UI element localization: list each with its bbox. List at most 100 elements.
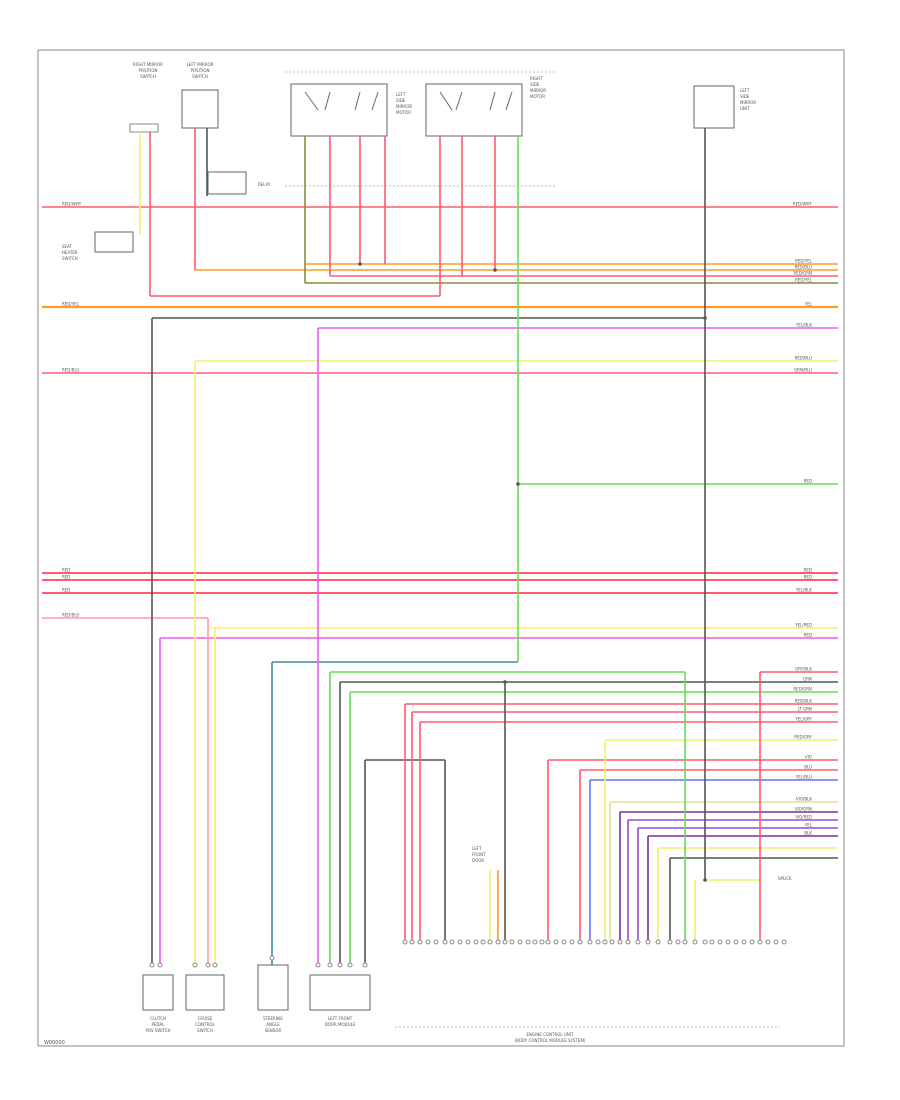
right-wire-label: GRY/BLK [795, 667, 812, 672]
right-wire-label: GRN [803, 677, 812, 682]
right-wire-label: YEL/BLU [795, 775, 812, 780]
ignition-module [693, 85, 735, 129]
ecu-pin-row [402, 939, 787, 945]
right-wire-label: RED [804, 568, 812, 573]
right-wire-label: YEL/BLK [795, 588, 813, 593]
right-wire-labels: RED/WHTRED/YELRED/BLURED/GRNRED/YELYELYE… [793, 202, 813, 836]
svg-text:ANGLE: ANGLE [266, 1022, 280, 1027]
module-label2: SIDE [740, 94, 750, 99]
svg-text:SENSOR: SENSOR [265, 1028, 282, 1033]
svg-text:SPLICE: SPLICE [778, 876, 792, 881]
right-wire-label: RED [804, 479, 812, 484]
left-block-label2: SIDE [396, 98, 406, 103]
module-label: LEFT [740, 88, 750, 93]
component-label-1b: POSITION [138, 68, 157, 73]
component-label-1: RIGHT MIRROR [133, 62, 163, 67]
left-wire-label: RED [62, 588, 70, 593]
left-wire-labels: RED/WHT RED/YEL RED/BLU RED RED RED RED/BLU [62, 202, 82, 618]
component-label-2: LEFT MIRROR [187, 62, 214, 67]
svg-text:CLUTCH: CLUTCH [150, 1016, 166, 1021]
component-label-2c: SWITCH [192, 74, 208, 79]
relay-note2: HEATER [62, 250, 78, 255]
right-wire-label: RED/BLK [795, 699, 813, 704]
right-block-label4: MOTOR [530, 94, 545, 99]
left-wire-label: RED [62, 568, 70, 573]
right-wire-label: RED/GRY [794, 735, 812, 740]
left-wire-label: RED/WHT [62, 202, 82, 207]
right-mirror-switch-box [181, 89, 219, 129]
right-wire-label: YEL/GRY [794, 717, 812, 722]
relay-note: SEAT [62, 244, 72, 249]
right-block-label3: MIRROR [530, 88, 546, 93]
left-block-label4: MOTOR [396, 110, 411, 115]
svg-text:CRUISE: CRUISE [198, 1016, 213, 1021]
right-wire-label: RED/YEL [795, 259, 813, 264]
corner-code: W00000 [44, 1040, 65, 1046]
right-wire-label: RED [804, 575, 812, 580]
svg-text:POS SWITCH: POS SWITCH [145, 1028, 170, 1033]
left-block-label3: MIRROR [396, 104, 412, 109]
svg-text:ENGINE CONTROL UNIT: ENGINE CONTROL UNIT [527, 1032, 574, 1037]
left-wire-label: RED/BLU [62, 368, 80, 373]
module-label4: UNIT [740, 106, 750, 111]
svg-text:DOOR: DOOR [472, 858, 484, 863]
right-block-label: RIGHT [530, 76, 543, 81]
steering-sensor-box [257, 964, 289, 1011]
right-wire-label: RED [804, 633, 812, 638]
diagram-frame [37, 49, 845, 1047]
right-wire-label: BLU [804, 765, 812, 770]
right-wire-label: RED/YEL [795, 278, 813, 283]
relay-note3: SWITCH [62, 256, 78, 261]
horizontal-wires [42, 206, 838, 881]
right-wire-label: VIO/BLK [796, 797, 812, 802]
right-wire-label: VIO/RED [795, 815, 812, 820]
left-mirror-block [290, 83, 388, 137]
right-wire-label: RED/BLU [795, 265, 813, 270]
svg-text:LEFT FRONT: LEFT FRONT [328, 1016, 353, 1021]
relay-box-1 [207, 171, 247, 195]
clutch-switch-box [142, 974, 174, 1011]
vertical-wires [139, 128, 761, 965]
right-wire-label: RED/BLU [795, 356, 813, 361]
right-wire-label: GRN/BLU [794, 368, 812, 373]
right-wire-label: VIO/GRN [795, 807, 812, 812]
left-wire-label: RED [62, 575, 70, 580]
relay-box-2 [94, 231, 134, 253]
right-wire-label: RED/GRN [793, 271, 812, 276]
right-wire-label: LT GRN [798, 707, 812, 712]
svg-text:DOOR MODULE: DOOR MODULE [325, 1022, 356, 1027]
splice-dots [358, 262, 707, 882]
svg-text:FRONT: FRONT [472, 852, 486, 857]
module-label3: MIRROR [740, 100, 756, 105]
svg-text:STEERING: STEERING [263, 1016, 283, 1021]
right-wire-label: YEL [804, 823, 813, 828]
svg-text:CONTROL: CONTROL [195, 1022, 215, 1027]
svg-text:PEDAL: PEDAL [152, 1022, 166, 1027]
svg-text:LEFT: LEFT [472, 846, 482, 851]
cruise-switch-box [185, 974, 225, 1011]
right-wire-label: YEL [804, 302, 813, 307]
svg-text:(BODY CONTROL MODULE SYSTEM): (BODY CONTROL MODULE SYSTEM) [515, 1038, 586, 1043]
right-wire-label: RED/GRN [793, 687, 812, 692]
component-label-1c: SWITCH [140, 74, 156, 79]
svg-text:SWITCH: SWITCH [197, 1028, 213, 1033]
switch-symbols [304, 91, 513, 111]
component-label-2b: POSITION [190, 68, 209, 73]
left-block-label: LEFT [396, 92, 406, 97]
left-wire-label: RED/YEL [62, 302, 80, 307]
right-block-label2: SIDE [530, 82, 540, 87]
right-wire-label: YEL/BLK [795, 323, 813, 328]
top-left-label-group: RIGHT MIRROR POSITION SWITCH [133, 62, 163, 79]
bottom-stubs [149, 955, 368, 968]
left-wire-label: RED/BLU [62, 613, 80, 618]
right-wire-label: VIO [805, 755, 812, 760]
right-wire-label: BLK [804, 831, 812, 836]
small-connector [129, 123, 159, 133]
right-wire-label: YEL/RED [794, 623, 812, 628]
relay-label: RELAY [258, 182, 271, 187]
door-module-box [309, 974, 371, 1011]
bottom-labels: CLUTCH PEDAL POS SWITCH CRUISE CONTROL S… [145, 1016, 585, 1043]
right-wire-label: RED/WHT [793, 202, 813, 207]
